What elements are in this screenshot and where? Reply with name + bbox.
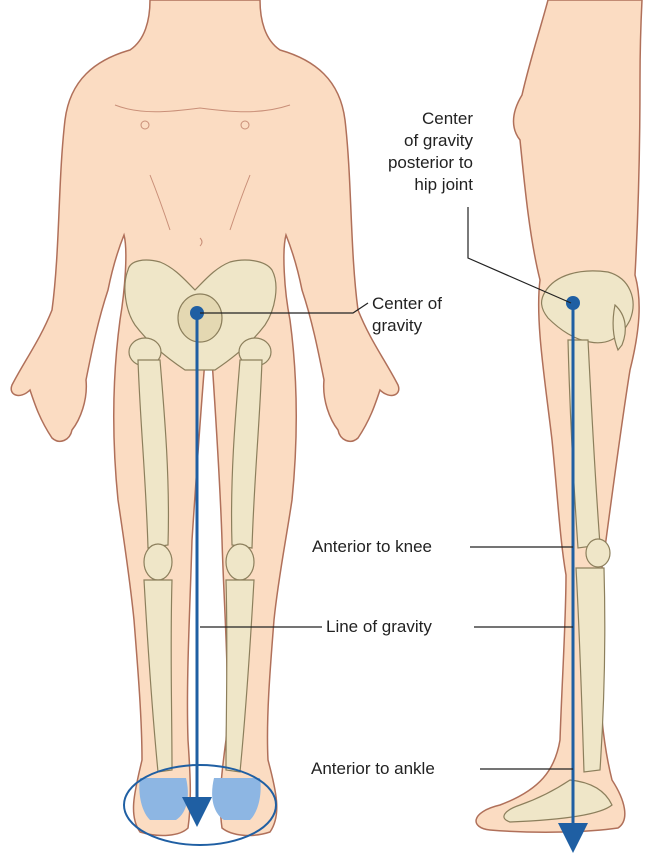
- leader-cog-posterior: [467, 207, 572, 304]
- front-center-of-gravity-dot: [190, 306, 204, 320]
- front-abdomen-line: [149, 174, 251, 231]
- front-left-foot-highlight: [139, 778, 188, 820]
- front-right-nipple: [240, 120, 250, 130]
- front-left-femur: [137, 359, 170, 549]
- base-of-support-ellipse: [123, 764, 277, 846]
- label-cog-posterior-line-4: hip joint: [414, 175, 473, 194]
- label-line-of-gravity: Line of gravity: [326, 617, 432, 636]
- side-skeleton: [503, 270, 634, 823]
- front-right-tibia: [225, 579, 255, 773]
- front-left-nipple: [140, 120, 150, 130]
- front-right-foot-highlight: [212, 778, 261, 820]
- front-chest-line: [114, 104, 291, 113]
- label-anterior-knee: Anterior to knee: [312, 537, 433, 556]
- label-cog-posterior-line-3: posterior to: [387, 153, 473, 172]
- front-left-tibia: [143, 579, 173, 773]
- side-patella: [585, 538, 611, 568]
- label-center-of-gravity: Center of gravity: [372, 293, 442, 337]
- label-anterior-ankle: Anterior to ankle: [311, 759, 435, 778]
- front-navel: [199, 237, 203, 247]
- side-body-silhouette: [475, 0, 643, 833]
- label-cog-posterior: Center of gravity posterior to hip joint: [313, 108, 473, 196]
- label-cog-posterior-line-2: of gravity: [404, 131, 473, 150]
- side-center-of-gravity-dot: [566, 296, 580, 310]
- side-body: [475, 0, 643, 833]
- leader-center-of-gravity: [200, 302, 369, 314]
- front-right-patella: [225, 543, 255, 581]
- side-sacrum: [612, 303, 626, 352]
- label-cog-posterior-line-1: Center: [421, 109, 473, 128]
- side-foot-bones: [503, 779, 613, 823]
- front-feet: [123, 764, 277, 846]
- label-center-of-gravity-line-2: gravity: [372, 316, 423, 335]
- front-right-femur: [230, 359, 263, 549]
- front-left-patella: [143, 543, 173, 581]
- leader-lines: [200, 207, 573, 770]
- label-center-of-gravity-line-1: Center of: [372, 294, 442, 313]
- side-tibia: [575, 567, 606, 773]
